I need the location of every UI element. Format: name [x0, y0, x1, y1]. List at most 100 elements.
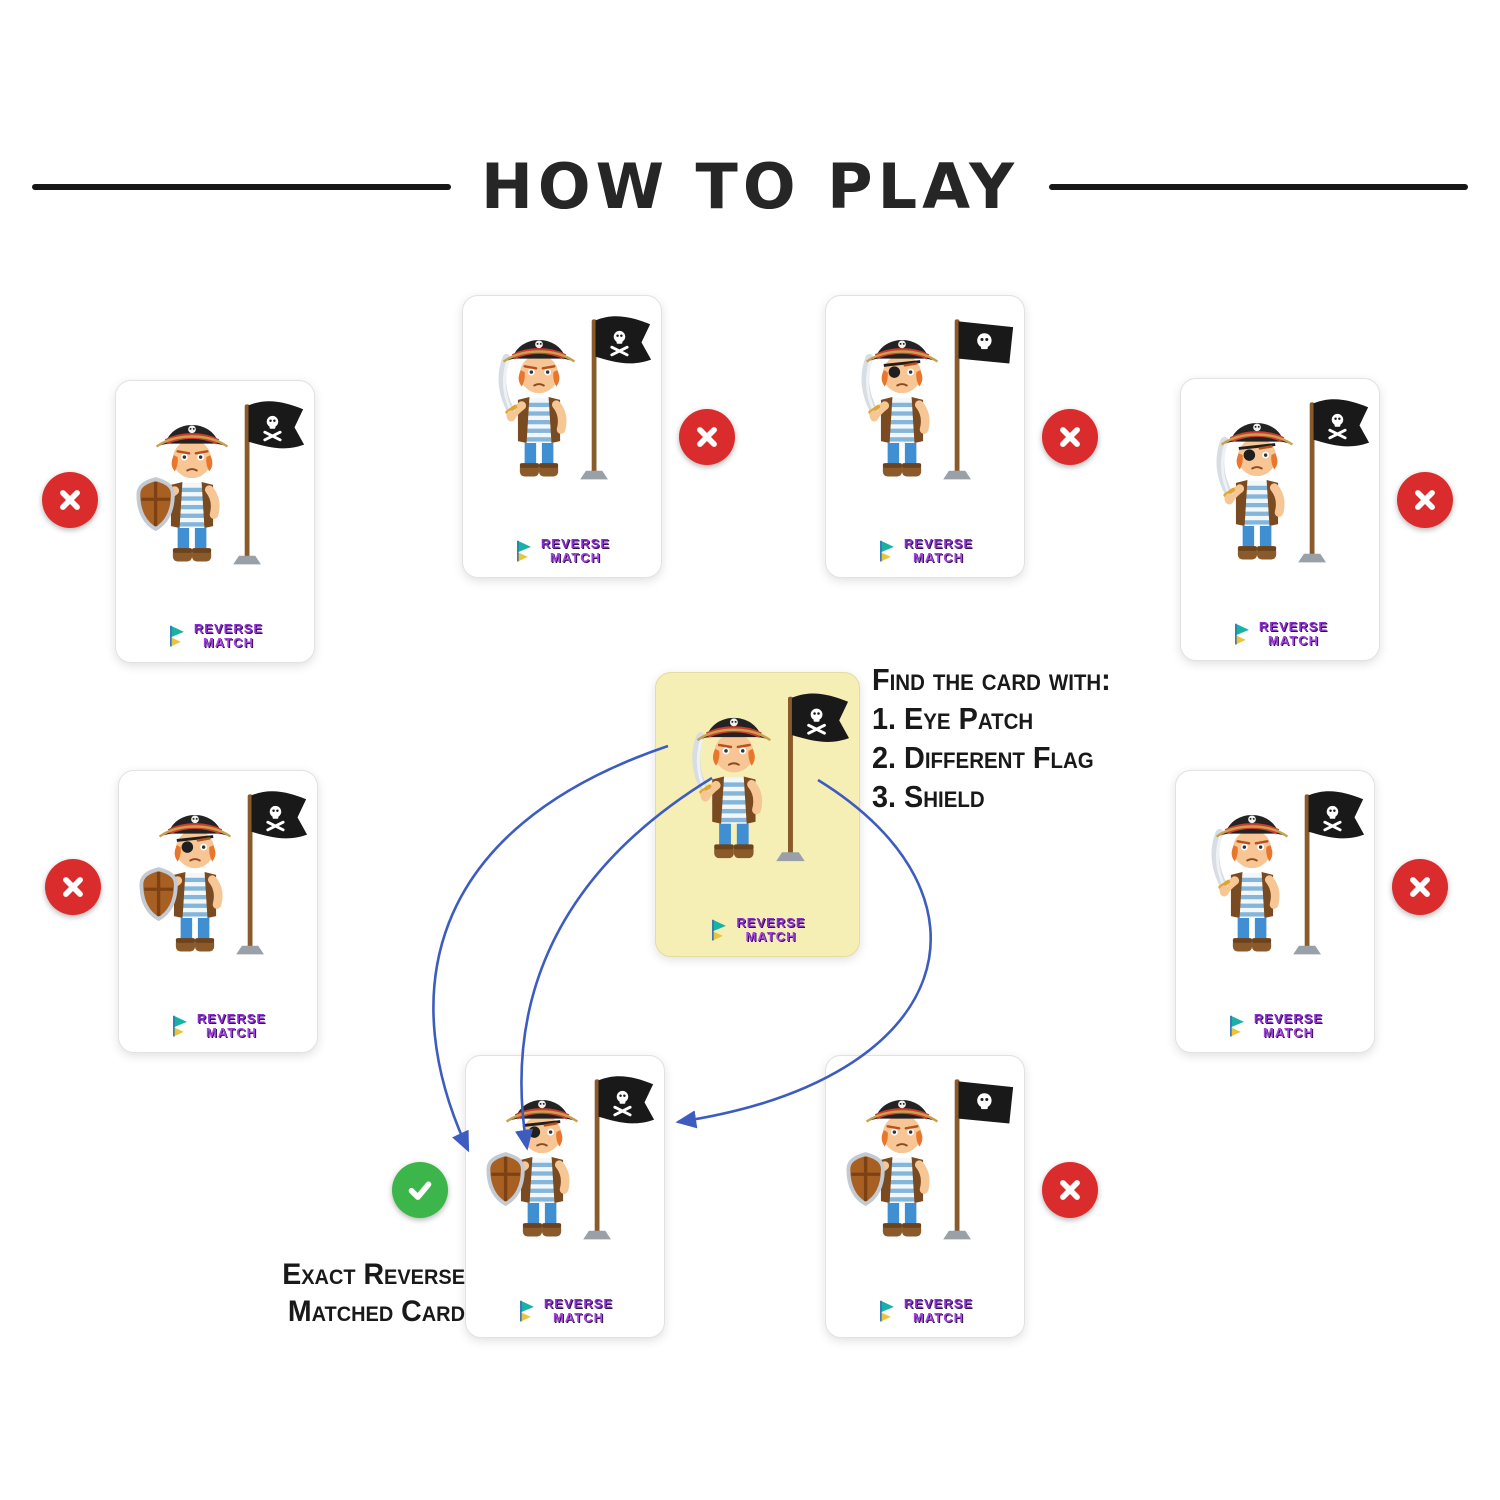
pirate-illustration	[846, 1079, 1014, 1240]
brand-line-2: MATCH	[550, 550, 601, 565]
matched-card-caption: Exact Reverse Matched Card	[251, 1256, 465, 1330]
brand-line-2: MATCH	[206, 1025, 257, 1040]
pirate-hat	[155, 425, 229, 448]
eye-patch	[883, 360, 921, 378]
eye-patch	[1238, 443, 1276, 461]
brand-logo-icon	[879, 1300, 894, 1321]
brand-line-1: REVERSE	[903, 1296, 974, 1311]
brand-logo-icon	[519, 1300, 534, 1321]
brand-line-1: REVERSE	[1258, 619, 1329, 634]
brand-line-2: MATCH	[203, 635, 254, 650]
eye-patch	[176, 835, 214, 853]
pirate-flag-skull-crossbones	[1313, 399, 1370, 447]
flag-pole	[244, 404, 250, 560]
flag-pole	[954, 1079, 960, 1235]
flag-pole	[591, 319, 597, 475]
pirate-flag-skull-crossbones	[595, 316, 652, 364]
cross-icon	[45, 859, 101, 915]
brand-line-2: MATCH	[1263, 1025, 1314, 1040]
title-rule-left	[32, 183, 451, 190]
pirate-illustration	[861, 319, 1014, 480]
flag-pole	[1309, 402, 1315, 558]
pirate-hat	[1215, 815, 1289, 838]
brand-line-1: REVERSE	[903, 536, 974, 551]
brand-line-2: MATCH	[913, 1310, 964, 1325]
brand-line-2: MATCH	[553, 1310, 604, 1325]
pirate-hat	[1220, 423, 1294, 446]
pirate-illustration	[486, 1076, 655, 1240]
pirate-illustration	[139, 791, 308, 955]
page-title: HOW TO PLAY	[480, 150, 1020, 223]
flag-pole	[1304, 794, 1310, 950]
pirate-flag-skull-crossbones	[248, 401, 305, 449]
pirate-illustration	[136, 401, 305, 565]
pirate-flag-skull-crossbones	[598, 1076, 655, 1124]
check-icon	[392, 1162, 448, 1218]
cross-icon	[1397, 472, 1453, 528]
instruction-item-1: 1. Eye Patch	[872, 701, 1034, 736]
cross-icon	[1042, 1162, 1098, 1218]
pirate-illustration	[1211, 791, 1365, 955]
title-row: HOW TO PLAY	[0, 150, 1500, 223]
brand-line-1: REVERSE	[196, 1011, 267, 1026]
sword	[692, 732, 712, 796]
flag-pole	[247, 794, 253, 950]
brand-logo-icon	[1229, 1015, 1244, 1036]
brand-line-1: REVERSE	[1253, 1011, 1324, 1026]
sword	[1211, 828, 1231, 891]
brand-logo-icon	[169, 625, 184, 646]
shield	[486, 1152, 525, 1207]
sword	[861, 353, 881, 416]
instruction-item-3: 3. Shield	[872, 779, 985, 814]
instruction-item-2: 2. Different Flag	[872, 740, 1094, 775]
brand-line-2: MATCH	[1268, 633, 1319, 648]
sword	[1216, 436, 1236, 499]
sword	[498, 353, 518, 416]
brand-logo-icon	[712, 919, 727, 940]
cross-icon	[42, 472, 98, 528]
cross-icon	[1042, 409, 1098, 465]
pirate-flag-skull-crossbones	[251, 791, 308, 839]
brand-line-2: MATCH	[913, 550, 964, 565]
cross-icon	[1392, 859, 1448, 915]
caption-line-1: Exact Reverse	[282, 1258, 465, 1291]
caption-line-2: Matched Card	[287, 1295, 465, 1328]
pirate-illustration	[498, 316, 652, 480]
pirate-hat	[158, 815, 232, 838]
shield	[136, 477, 175, 532]
brand-line-2: MATCH	[745, 929, 797, 944]
brand-line-1: REVERSE	[736, 915, 806, 930]
brand-line-1: REVERSE	[193, 621, 264, 636]
pirate-hat	[505, 1100, 579, 1123]
brand-logo-icon	[879, 540, 894, 561]
pirate-hat	[502, 340, 576, 363]
pirate-hat	[865, 1100, 939, 1123]
